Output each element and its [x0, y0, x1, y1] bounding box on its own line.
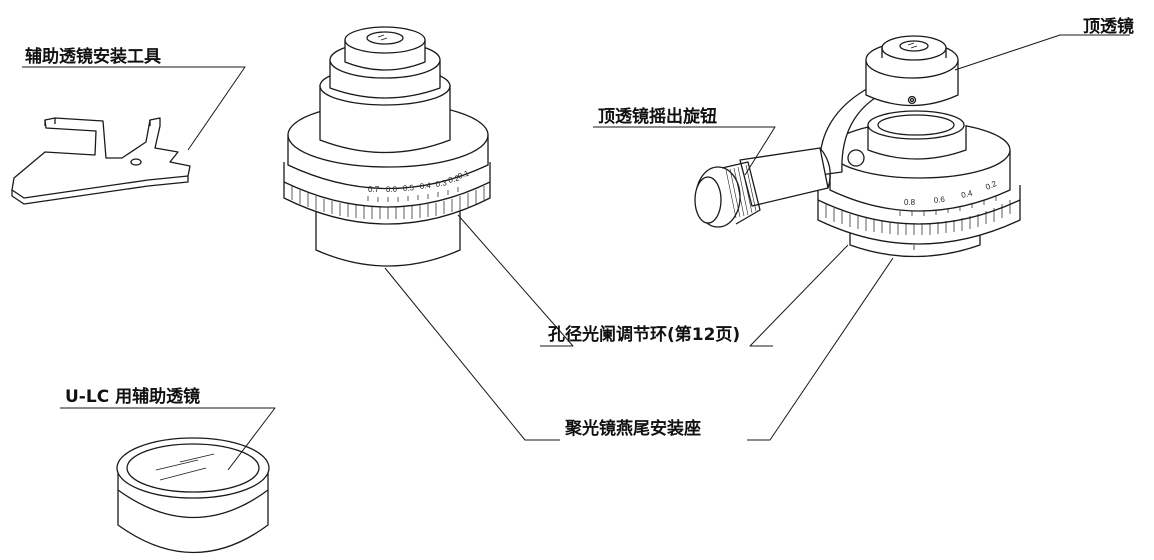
right-scale-number: 0.4 — [960, 188, 974, 200]
label-dovetail: 聚光镜燕尾安装座 — [565, 419, 701, 439]
left-scale-number: 0.5 — [403, 183, 415, 193]
left-scale-number: 0.1 — [457, 168, 471, 180]
knurling-left — [291, 186, 485, 219]
label-swing-knob: 顶透镜摇出旋钮 — [598, 107, 717, 127]
label-tool: 辅助透镜安装工具 — [25, 47, 161, 67]
right-scale-number: 0.6 — [933, 195, 946, 205]
leader-lines — [22, 34, 1130, 471]
left-scale-number: 0.3 — [435, 178, 448, 189]
left-scale-number: 0.2 — [447, 173, 461, 185]
label-top-lens: 顶透镜 — [1083, 17, 1134, 37]
left-scale-number: 0.4 — [419, 181, 432, 191]
condenser-left — [283, 26, 491, 267]
condenser-right — [817, 35, 1021, 258]
auxiliary-lens-tool — [11, 117, 191, 205]
right-scale-number: 0.8 — [904, 198, 916, 207]
left-scale-number: 0.7 — [368, 185, 380, 194]
right-scale-number: 0.2 — [984, 179, 998, 192]
knurling-right — [825, 200, 1011, 235]
swing-out-knob — [694, 147, 865, 228]
left-scale-number: 0.6 — [386, 185, 398, 194]
right-scale-numbers: 0.8 0.6 0.4 0.2 — [904, 179, 998, 207]
label-aperture-ring: 孔径光阑调节环(第12页) — [548, 325, 741, 345]
ulc-auxiliary-lens — [116, 437, 270, 554]
label-ulc-lens: U-LC 用辅助透镜 — [65, 387, 201, 407]
